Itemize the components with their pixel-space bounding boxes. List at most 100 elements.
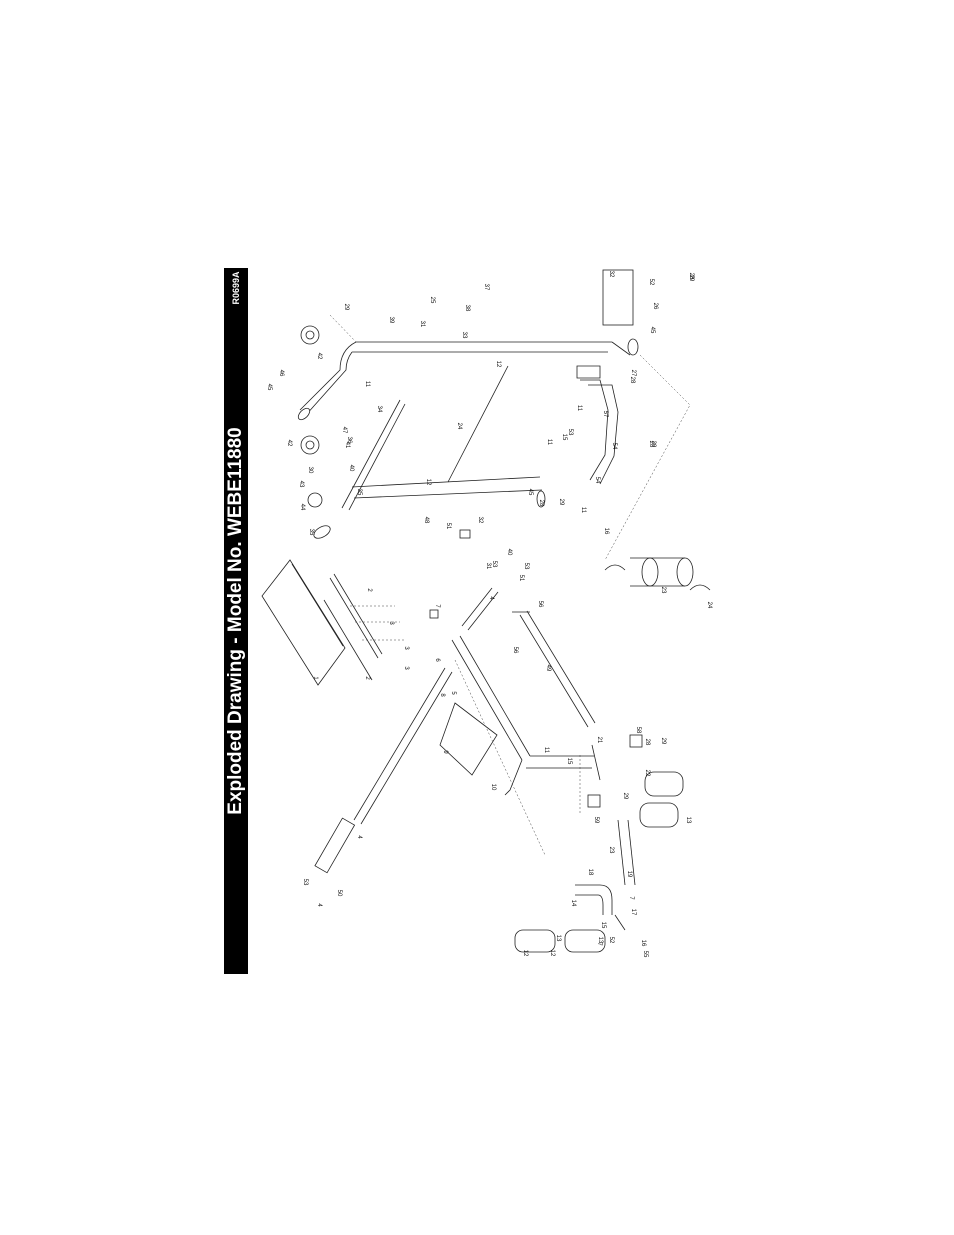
- part-number-label: 11: [576, 405, 582, 412]
- part-number-label: 40: [348, 465, 354, 472]
- part-number-label: 12: [495, 361, 501, 368]
- part-number-label: 26: [652, 303, 658, 310]
- part-number-label: 4: [316, 903, 322, 907]
- rear-rollers: [639, 771, 684, 828]
- part-number-label: 39: [388, 317, 394, 324]
- part-number-label: 29: [688, 275, 694, 282]
- main-frame: [297, 341, 631, 421]
- brackets: [429, 269, 643, 808]
- leg-roller-assembly: [514, 819, 636, 953]
- part-number-label: 45: [527, 489, 533, 496]
- part-number-label: 31: [485, 563, 491, 570]
- part-number-label: 3: [403, 646, 409, 650]
- part-number-label: 52: [608, 937, 614, 944]
- part-number-label: 3: [403, 666, 409, 670]
- sleeve-detail: [604, 557, 711, 591]
- part-number-label: 27: [630, 370, 636, 377]
- part-number-label: 40: [506, 549, 512, 556]
- part-number-label: 12: [549, 950, 555, 957]
- title-band: [224, 268, 248, 974]
- part-number-label: 24: [456, 423, 462, 430]
- part-number-label: 4: [488, 596, 494, 600]
- part-number-label: 46: [278, 370, 284, 377]
- part-number-label: 42: [286, 440, 292, 447]
- part-number-label: 28: [644, 739, 650, 746]
- part-number-label: 33: [461, 332, 467, 339]
- part-number-label: 10: [490, 784, 496, 791]
- part-number-label: 11: [364, 381, 370, 388]
- part-number-label: 34: [376, 406, 382, 413]
- part-number-label: 3: [388, 621, 394, 625]
- part-number-label: 32: [608, 271, 614, 278]
- part-number-label: 4: [356, 835, 362, 839]
- part-number-label: 53: [523, 563, 529, 570]
- part-number-label: 13: [685, 817, 691, 824]
- part-number-label: 1: [312, 676, 318, 680]
- part-number-label: 15: [561, 434, 567, 441]
- part-number-label: 12: [522, 950, 528, 957]
- part-number-label: 36: [346, 437, 352, 444]
- part-number-label: 21: [596, 737, 602, 744]
- seat-pad: [439, 702, 498, 776]
- part-number-label: 6: [434, 658, 440, 662]
- part-number-label: 54: [594, 477, 600, 484]
- part-number-label: 29: [343, 304, 349, 311]
- part-number-label: 11: [543, 747, 549, 754]
- part-number-label: 30: [307, 467, 313, 474]
- rear-stabilizer: [512, 610, 596, 728]
- part-number-label: 51: [445, 523, 451, 530]
- part-labels: 1223334445677789101111111111121212121313…: [266, 271, 712, 958]
- part-number-label: 29: [558, 499, 564, 506]
- short-tube-2: [467, 591, 499, 631]
- part-number-label: 17: [630, 909, 636, 916]
- part-number-label: 5: [450, 691, 456, 695]
- part-number-label: 31: [419, 321, 425, 328]
- part-number-label: 7: [596, 942, 602, 946]
- rod: [447, 365, 509, 483]
- part-number-label: 22: [644, 770, 650, 777]
- rod-lower: [348, 403, 406, 511]
- part-number-label: 38: [464, 305, 470, 312]
- part-number-label: 29: [660, 738, 666, 745]
- part-number-label: 53: [567, 429, 573, 436]
- part-number-label: 23: [660, 587, 666, 594]
- long-tube: [314, 667, 453, 874]
- part-number-label: 7: [434, 604, 440, 608]
- short-tube: [461, 587, 493, 627]
- part-number-label: 56: [537, 601, 543, 608]
- part-number-label: 41: [344, 442, 350, 449]
- part-number-label: 11: [546, 439, 552, 446]
- part-number-label: 53: [491, 561, 497, 568]
- part-number-label: 23: [608, 847, 614, 854]
- part-number-label: 28: [648, 441, 654, 448]
- part-number-label: 48: [423, 517, 429, 524]
- part-number-label: 56: [512, 647, 518, 654]
- part-number-label: 45: [649, 327, 655, 334]
- part-number-label: 58: [635, 727, 641, 734]
- part-number-label: 11: [580, 507, 586, 514]
- part-number-label: 53: [302, 879, 308, 886]
- part-number-label: 45: [266, 384, 272, 391]
- part-number-label: 16: [603, 528, 609, 535]
- part-number-label: 52: [648, 279, 654, 286]
- part-number-label: 42: [316, 353, 322, 360]
- part-number-label: 18: [587, 869, 593, 876]
- part-number-label: 12: [425, 479, 431, 486]
- alignment-lines: [329, 314, 691, 856]
- part-number-label: 59: [593, 817, 599, 824]
- part-number-label: 14: [570, 900, 576, 907]
- part-number-label: 2: [366, 588, 372, 592]
- part-number-label: 44: [299, 504, 305, 511]
- part-number-label: 54: [611, 443, 617, 450]
- part-number-label: 28: [688, 273, 694, 280]
- part-number-label: 7: [628, 896, 634, 900]
- part-number-label: 43: [298, 481, 304, 488]
- part-number-label: 47: [341, 427, 347, 434]
- seat-frame: [451, 635, 601, 796]
- part-number-label: 35: [356, 489, 362, 496]
- front-leg: [576, 365, 619, 485]
- part-number-label: 15: [600, 922, 606, 929]
- part-number-label: 37: [483, 284, 489, 291]
